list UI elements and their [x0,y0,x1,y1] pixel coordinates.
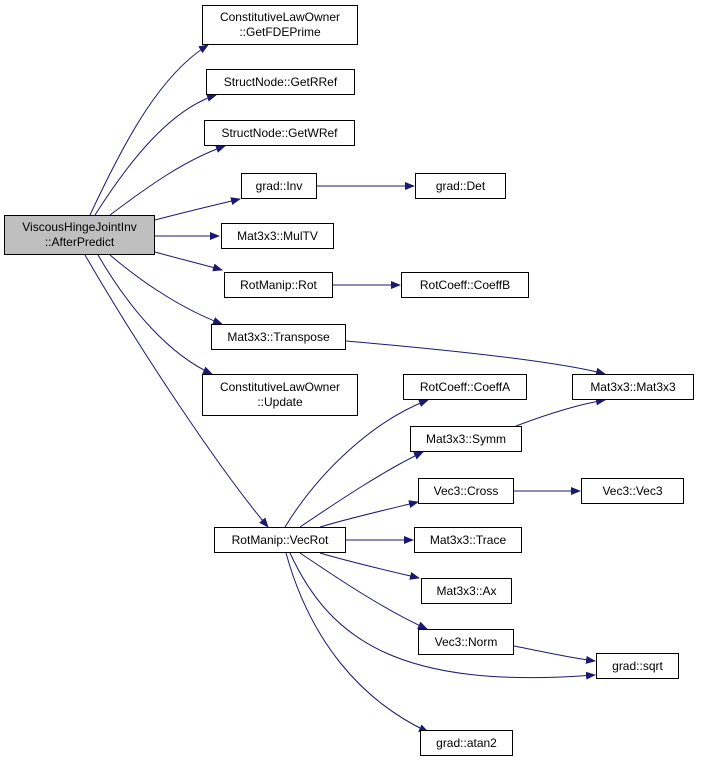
node-transpose[interactable]: Mat3x3::Transpose [211,324,346,350]
edge-root-to-getwref [109,145,226,216]
node-trace[interactable]: Mat3x3::Trace [414,527,522,553]
node-grad-det[interactable]: grad::Det [415,173,506,199]
node-vecrot[interactable]: RotManip::VecRot [214,527,346,553]
node-getrref[interactable]: StructNode::GetRRef [206,69,355,95]
node-coeffa[interactable]: RotCoeff::CoeffA [403,374,527,400]
node-coeffb[interactable]: RotCoeff::CoeffB [401,272,529,298]
node-multv[interactable]: Mat3x3::MulTV [221,223,334,249]
edge-vecrot-to-cross [319,500,419,528]
edge-vecrot-to-atan2 [285,552,429,733]
edge-root-to-update [97,254,213,375]
edge-root-to-getfdeprime [89,44,209,216]
edge-symm-to-mat3x3 [515,397,606,427]
node-cross[interactable]: Vec3::Cross [418,478,514,504]
node-sqrt[interactable]: grad::sqrt [596,653,679,679]
node-grad-inv[interactable]: grad::Inv [241,173,317,199]
edge-transpose-to-mat3x3 [345,340,606,376]
edge-norm-to-sqrt [513,645,596,664]
edge-root-to-getrref [94,93,217,216]
node-update[interactable]: ConstitutiveLawOwner::Update [202,374,358,416]
edge-vecrot-to-ax [319,552,420,580]
edge-vecrot-to-coeffa [284,399,429,528]
node-ax[interactable]: Mat3x3::Ax [421,578,512,604]
node-root: ViscousHingeJointInv::AfterPredict [4,215,155,255]
edge-vecrot-to-sqrt [289,552,596,680]
node-rotmanip-rot[interactable]: RotManip::Rot [224,272,333,298]
node-mat3x3[interactable]: Mat3x3::Mat3x3 [572,374,694,400]
edge-root-to-rotmanip-rot [154,251,223,272]
edge-vecrot-to-norm [299,552,428,630]
edge-root-to-transpose [109,254,223,325]
node-atan2[interactable]: grad::atan2 [420,730,513,756]
node-getwref[interactable]: StructNode::GetWRef [204,120,355,146]
edge-root-to-vecrot [84,254,269,528]
node-vec3[interactable]: Vec3::Vec3 [581,478,684,504]
edge-vecrot-to-symm [299,451,424,528]
node-norm[interactable]: Vec3::Norm [418,629,514,655]
node-symm[interactable]: Mat3x3::Symm [410,426,522,452]
edge-root-to-grad-inv [154,197,241,221]
node-getfdeprime[interactable]: ConstitutiveLawOwner::GetFDEPrime [202,5,358,45]
